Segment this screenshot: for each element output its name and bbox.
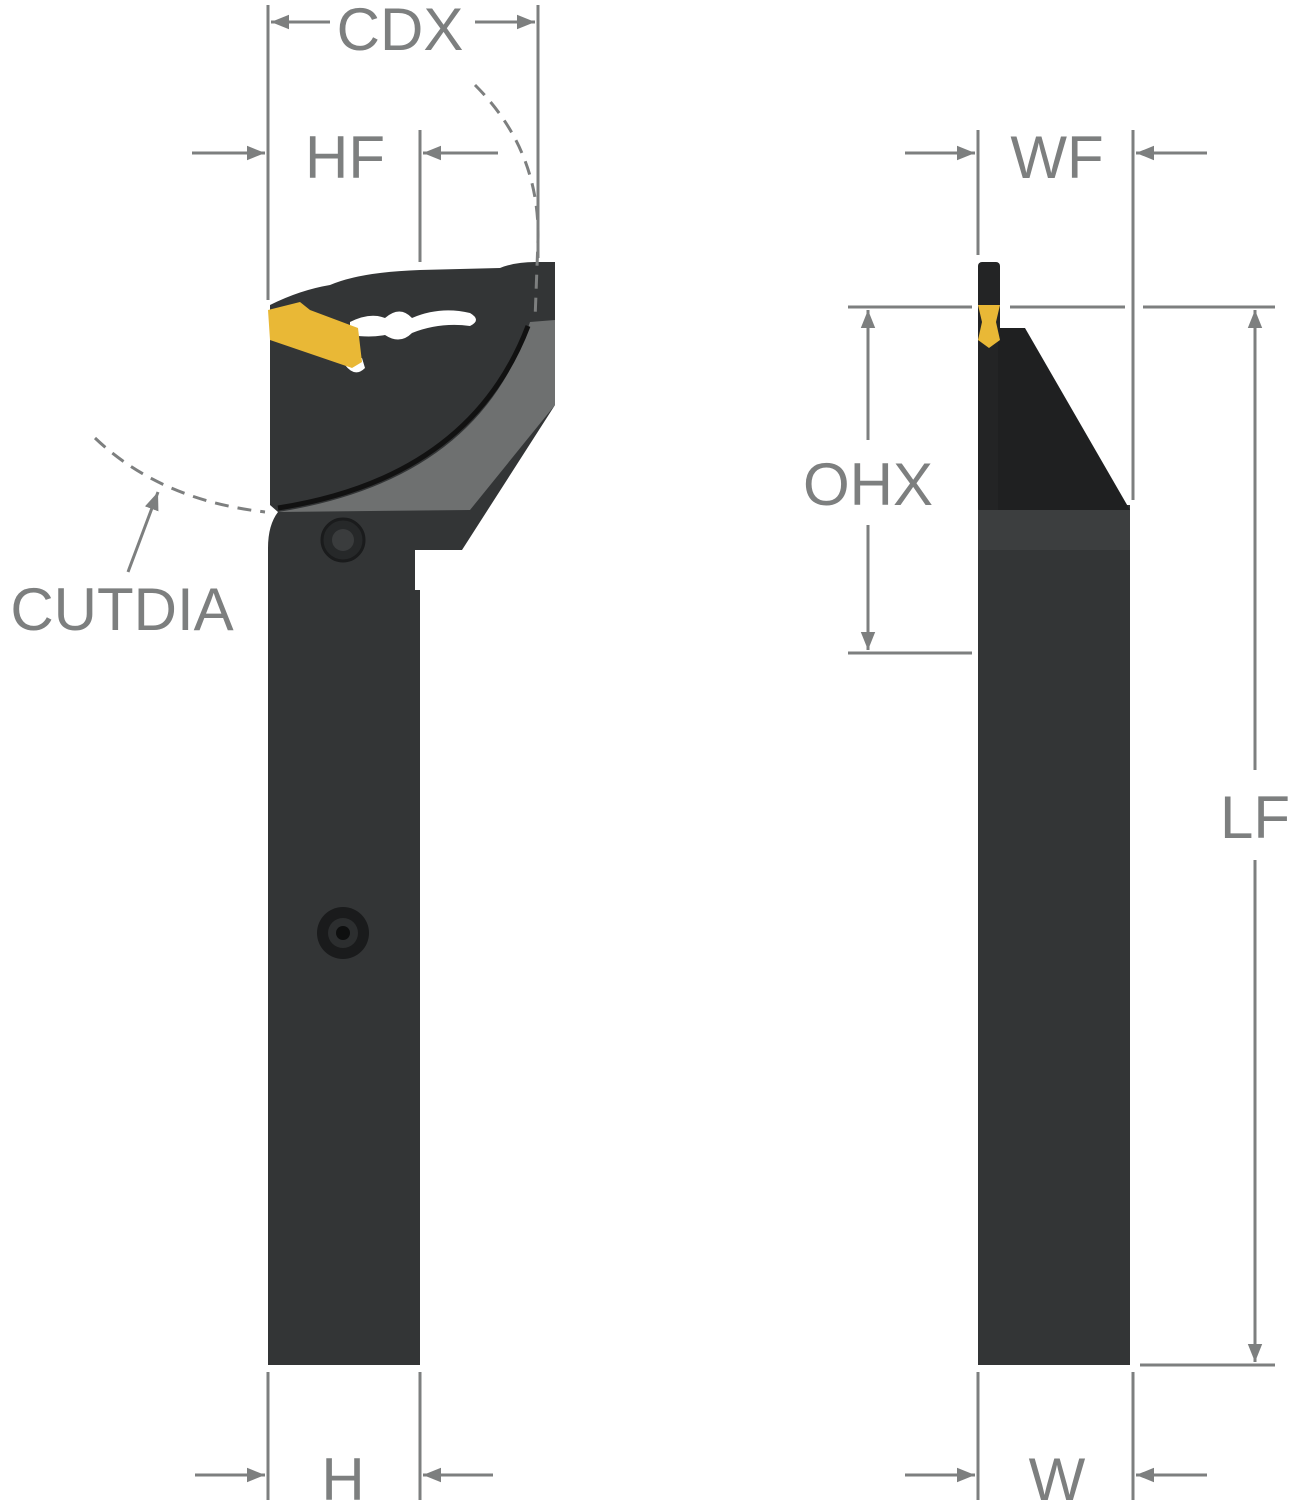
- clamp-screw-icon: [320, 517, 366, 563]
- dimension-ohx: OHX: [803, 305, 1125, 655]
- dimension-cutdia: CUTDIA: [10, 436, 266, 643]
- dimension-lf: LF: [1140, 305, 1290, 1367]
- cut-diameter-arc-top: [473, 83, 540, 321]
- cutting-insert: [268, 302, 362, 368]
- label-cdx: CDX: [337, 0, 464, 63]
- label-w: W: [1029, 1446, 1086, 1500]
- holder-support-face: [278, 320, 555, 512]
- label-cutdia: CUTDIA: [10, 576, 233, 643]
- front-blade: [978, 262, 1000, 512]
- label-lf: LF: [1220, 784, 1290, 851]
- dimension-hf: HF: [192, 124, 498, 262]
- label-wf: WF: [1010, 124, 1103, 191]
- mounting-screw-icon: [317, 907, 369, 959]
- front-view-tool: [978, 262, 1130, 1365]
- insert-slot: [345, 310, 476, 373]
- front-shank: [978, 505, 1130, 1365]
- front-head-base: [978, 510, 1130, 550]
- label-ohx: OHX: [803, 451, 933, 518]
- front-insert: [978, 305, 1000, 348]
- label-hf: HF: [305, 124, 385, 191]
- dimension-wf: WF: [905, 124, 1207, 500]
- label-h: H: [321, 1446, 364, 1500]
- blade-edge: [277, 325, 531, 511]
- dimension-cdx: CDX: [266, 0, 540, 300]
- dimension-w: W: [905, 1372, 1207, 1500]
- side-view-tool: [268, 262, 555, 1365]
- dimension-h: H: [195, 1372, 493, 1500]
- front-head-wedge: [998, 328, 1130, 510]
